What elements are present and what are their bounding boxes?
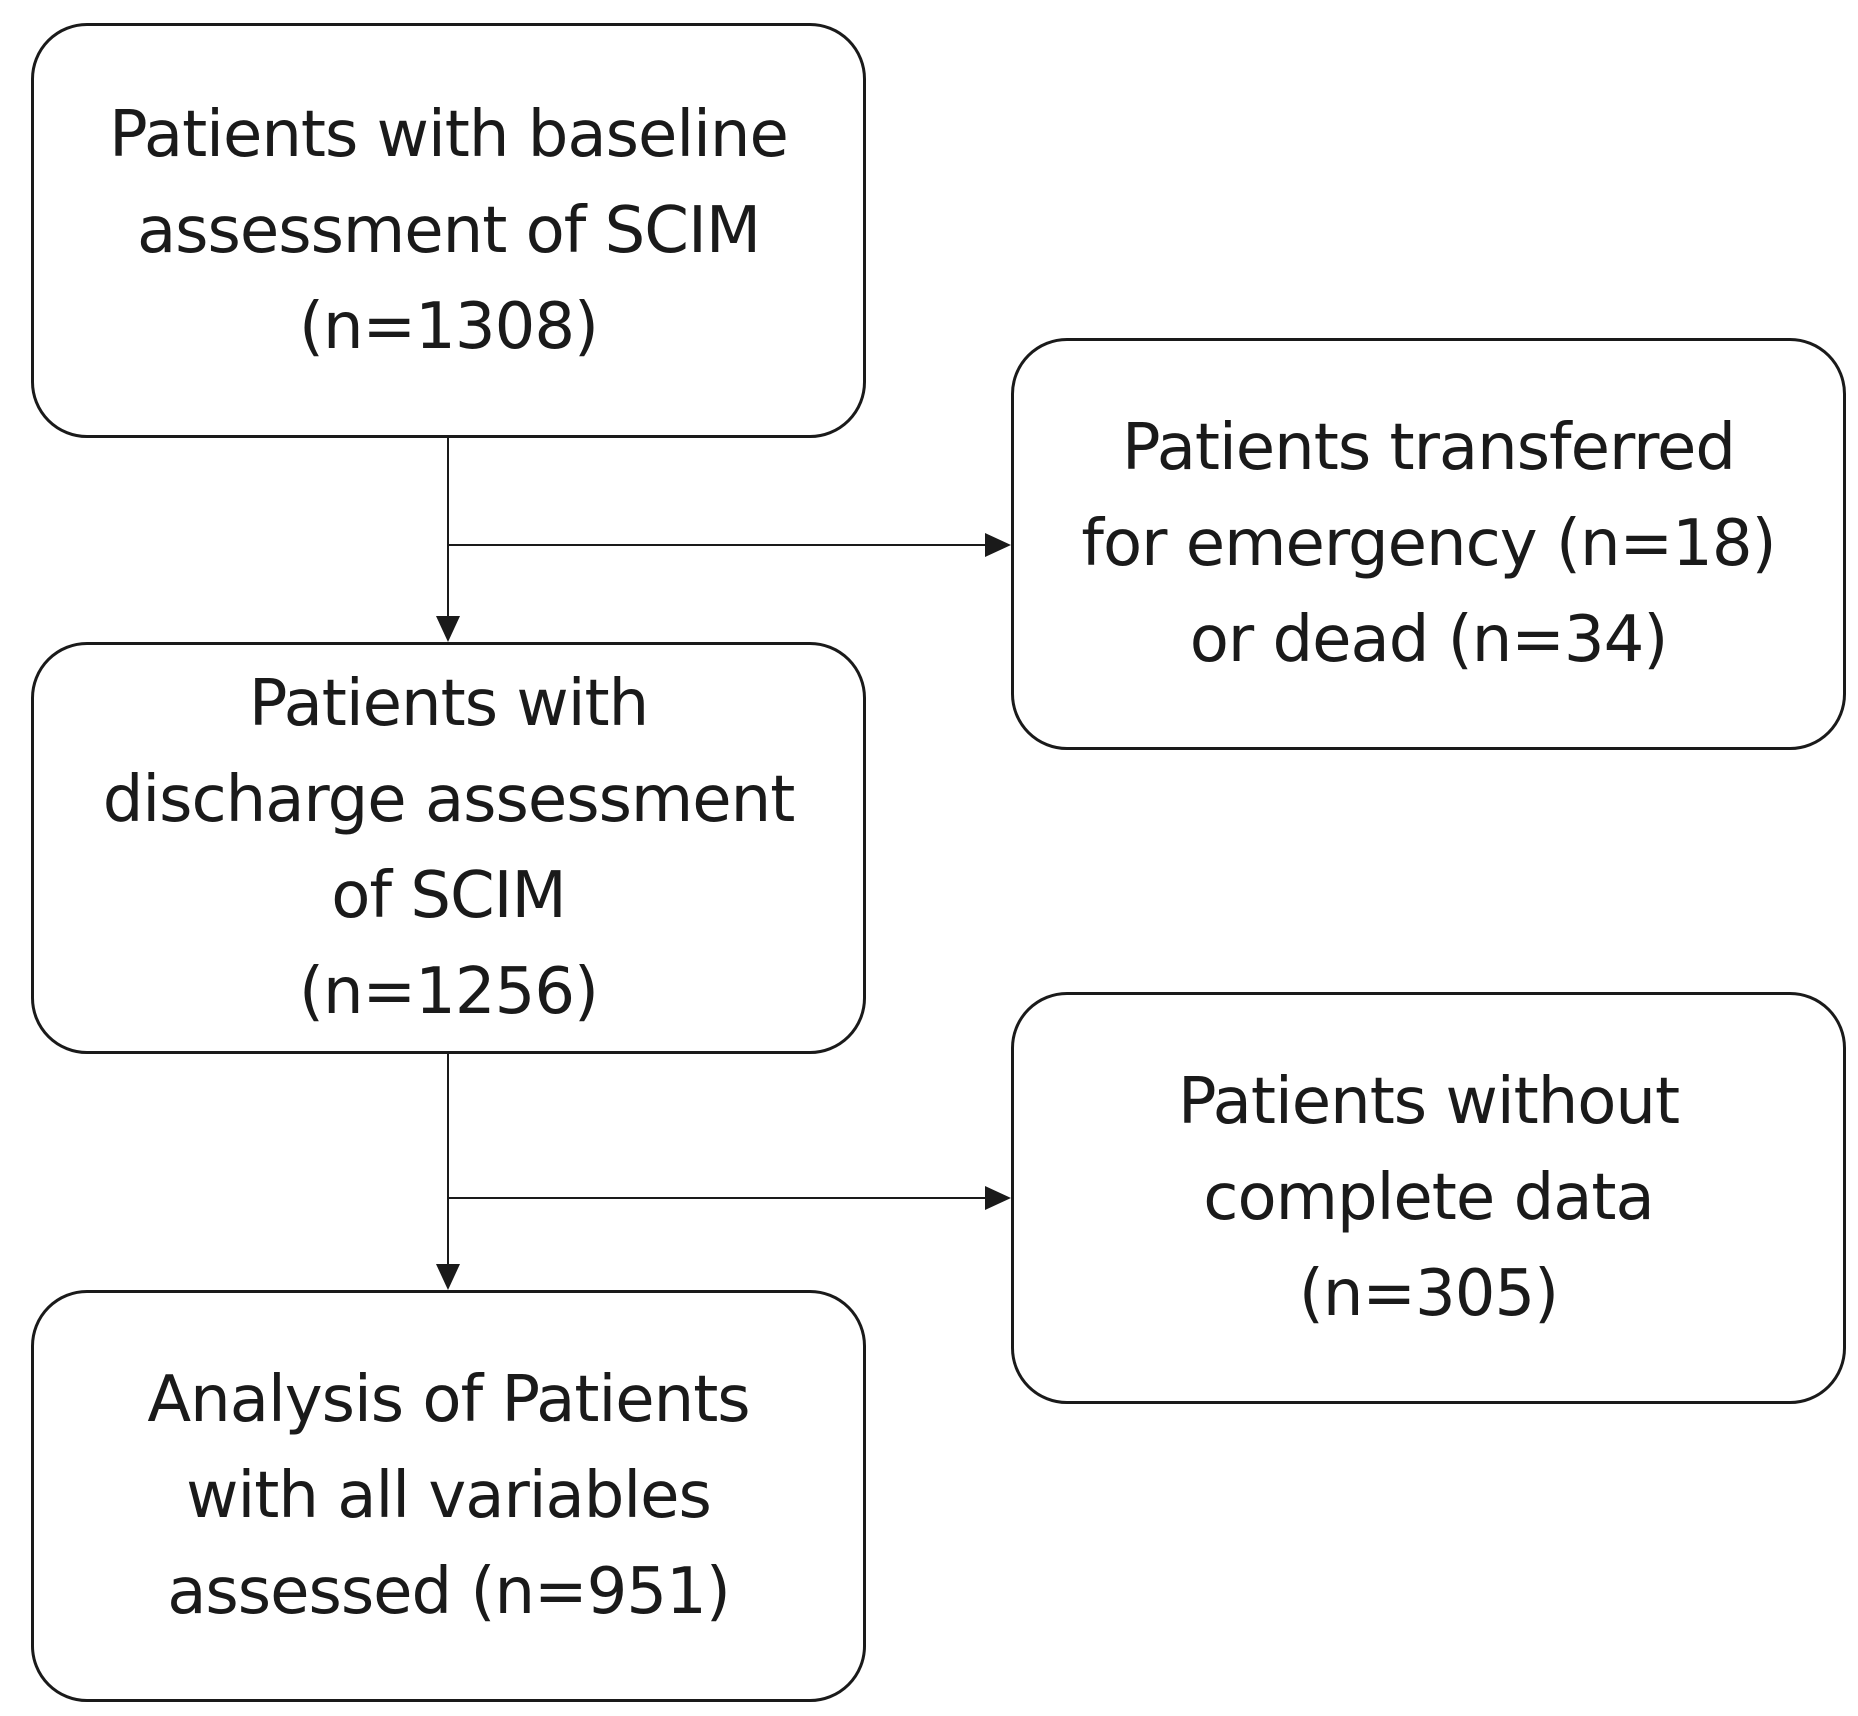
analysis-box: Analysis of Patients with all variables … xyxy=(31,1290,866,1702)
box-line: assessed (n=951) xyxy=(167,1555,731,1629)
box-line: (n=1308) xyxy=(299,289,599,364)
box-line: Patients with xyxy=(248,667,649,741)
arrowhead-right-incomplete xyxy=(985,1186,1011,1210)
box-line: or dead (n=34) xyxy=(1189,603,1669,677)
box-line: Patients with baseline xyxy=(109,97,789,172)
baseline-assessment-box: Patients with baseline assessment of SCI… xyxy=(31,23,866,438)
box-line: for emergency (n=18) xyxy=(1081,507,1776,581)
transferred-or-dead-box: Patients transferred for emergency (n=18… xyxy=(1011,338,1846,750)
incomplete-data-box: Patients without complete data (n=305) xyxy=(1011,992,1846,1404)
box-line: (n=305) xyxy=(1298,1257,1559,1331)
arrowhead-down-analysis xyxy=(436,1264,460,1290)
box-line: with all variables xyxy=(186,1459,712,1533)
arrowhead-down-discharge xyxy=(436,616,460,642)
box-line: (n=1256) xyxy=(299,955,599,1029)
arrowhead-right-transferred xyxy=(985,533,1011,557)
box-line: of SCIM xyxy=(331,859,566,933)
discharge-assessment-box: Patients with discharge assessment of SC… xyxy=(31,642,866,1054)
box-line: Analysis of Patients xyxy=(147,1363,750,1437)
box-line: Patients without xyxy=(1177,1065,1680,1139)
box-line: assessment of SCIM xyxy=(136,193,761,268)
box-line: discharge assessment xyxy=(102,763,796,837)
box-line: Patients transferred xyxy=(1121,411,1736,485)
box-line: complete data xyxy=(1203,1161,1654,1235)
